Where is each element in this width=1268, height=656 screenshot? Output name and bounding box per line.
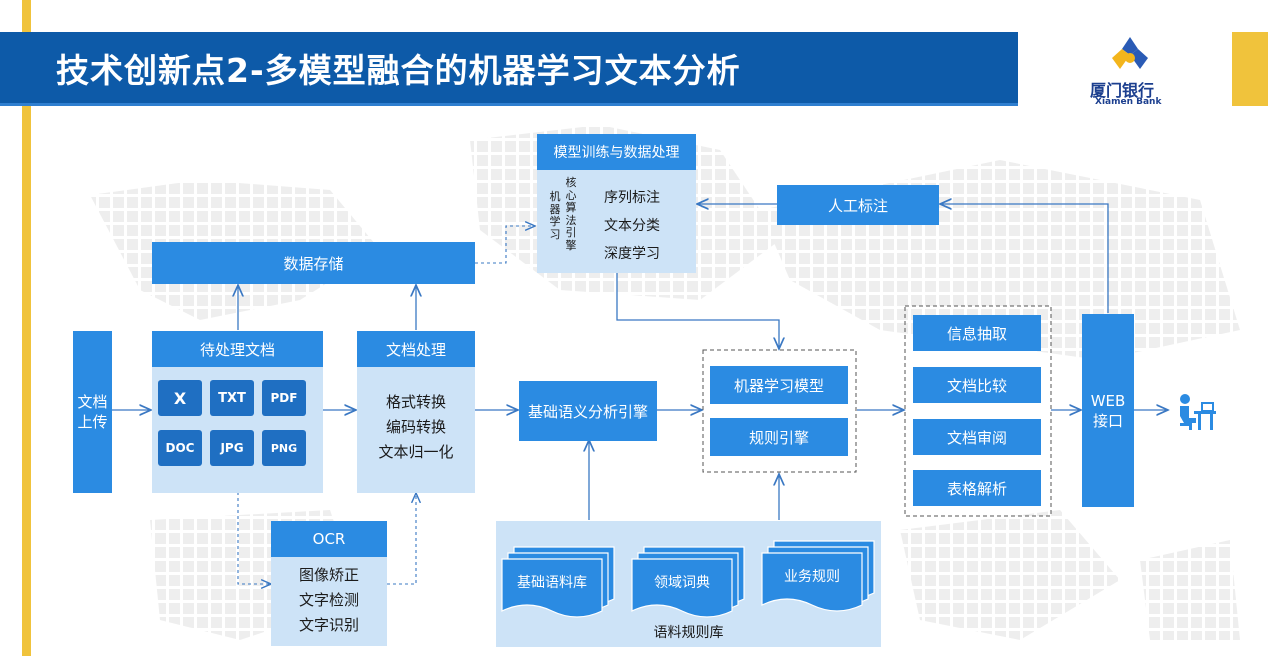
- ml-vertical-label: 机 器 学 习: [549, 190, 561, 241]
- doc-processing-title: 文档处理: [357, 331, 475, 367]
- title-bar: [0, 32, 1018, 106]
- ocr-items: 图像矫正 文字检测 文字识别: [271, 563, 387, 638]
- text-recognition-label: 文字识别: [298, 616, 359, 634]
- text-classification-label: 文本分类: [604, 218, 660, 234]
- logo-name-en: Xiamen Bank: [1095, 97, 1162, 107]
- pending-docs-title: 待处理文档: [152, 331, 323, 367]
- encoding-convert-label: 编码转换: [385, 418, 446, 436]
- domain-dict-stack: [631, 546, 745, 618]
- model-training-items: 序列标注 文本分类 深度学习: [590, 184, 674, 268]
- ml-group-frame: [702, 349, 857, 473]
- business-rules-label: 业务规则: [784, 569, 840, 585]
- left-accent-stripe: [22, 0, 31, 656]
- data-storage-block: 数据存储: [152, 242, 475, 284]
- arrow-storage-to-training: [475, 226, 535, 264]
- ocr-title: OCR: [271, 521, 387, 557]
- text-normalize-label: 文本归一化: [378, 443, 454, 461]
- text-detection-label: 文字检测: [298, 591, 359, 609]
- jpg-file-icon: JPG: [210, 430, 254, 466]
- doc-file-icon: DOC: [158, 430, 202, 466]
- corpus-rules-title: 语料规则库: [653, 625, 724, 641]
- document-upload-block: 文档 上传: [73, 331, 112, 493]
- table-parse-block: 表格解析: [913, 470, 1041, 506]
- sequence-labeling-label: 序列标注: [604, 190, 660, 206]
- semantic-engine-block: 基础语义分析引擎: [519, 381, 657, 441]
- arrow-training-to-ml: [616, 273, 779, 349]
- pdf-file-icon: PDF: [262, 380, 306, 416]
- bank-logo-icon: [1108, 34, 1152, 76]
- image-correction-label: 图像矫正: [298, 566, 359, 584]
- right-accent-block: [1232, 32, 1268, 106]
- arrow-ocr-to-processing: [387, 493, 416, 585]
- arrow-web-to-manual-label: [940, 204, 1109, 313]
- deep-learning-label: 深度学习: [604, 246, 660, 262]
- base-corpus-stack: [501, 546, 615, 618]
- file-type-icons: X TXT PDF DOC JPG PNG: [158, 380, 318, 466]
- logo-name-cn: 厦门银行: [1090, 81, 1155, 100]
- user-at-desk-icon: [1180, 394, 1216, 430]
- outputs-group-frame: [904, 305, 1052, 517]
- corpus-doc-stacks: [501, 540, 875, 618]
- doc-review-block: 文档审阅: [913, 419, 1041, 455]
- business-rules-stack: [761, 540, 875, 612]
- rule-engine-block: 规则引擎: [710, 418, 848, 456]
- ml-model-block: 机器学习模型: [710, 366, 848, 404]
- base-corpus-label: 基础语料库: [517, 575, 587, 591]
- doc-compare-block: 文档比较: [913, 367, 1041, 403]
- domain-dict-label: 领域词典: [654, 575, 710, 591]
- manual-labeling-block: 人工标注: [777, 185, 939, 225]
- format-convert-label: 格式转换: [385, 393, 446, 411]
- txt-file-icon: TXT: [210, 380, 254, 416]
- web-interface-block: WEB 接口: [1082, 314, 1134, 507]
- png-file-icon: PNG: [262, 430, 306, 466]
- page-title: 技术创新点2-多模型融合的机器学习文本分析: [56, 51, 741, 90]
- model-training-title: 模型训练与数据处理: [537, 134, 696, 170]
- excel-file-icon: X: [158, 380, 202, 416]
- core-engine-label: 核 心 算 法 引 擎: [565, 176, 577, 252]
- doc-processing-items: 格式转换 编码转换 文本归一化: [357, 390, 475, 465]
- info-extraction-block: 信息抽取: [913, 315, 1041, 351]
- arrow-docs-to-ocr: [237, 492, 271, 584]
